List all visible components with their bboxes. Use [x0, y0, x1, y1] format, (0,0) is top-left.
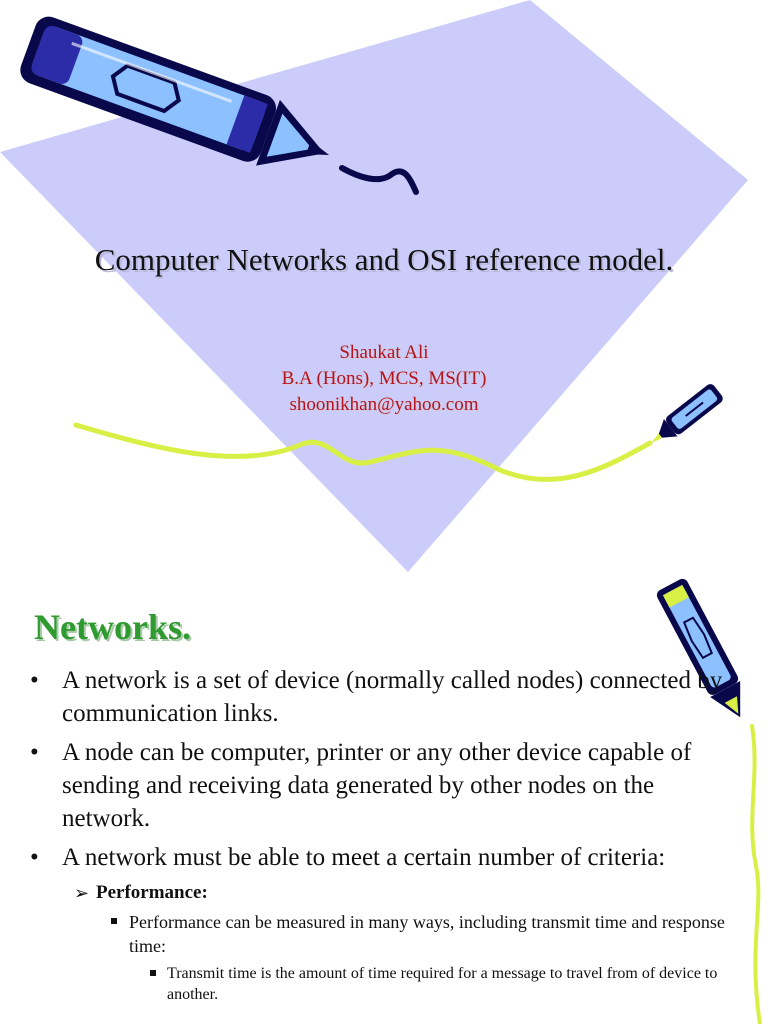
list-item: • A network must be able to meet a certa…	[30, 841, 745, 874]
slide-heading: Networks.	[34, 607, 191, 647]
yellow-squiggle-line	[73, 422, 653, 482]
pen-clipart-vertical	[656, 578, 741, 718]
arrow-bullet-icon: ➢	[74, 883, 90, 903]
bullet-dot-icon: •	[30, 844, 39, 871]
list-item: • A network is a set of device (normally…	[30, 664, 745, 730]
author-name: Shaukat Ali	[339, 342, 429, 363]
list-item: • A node can be computer, printer or any…	[30, 736, 745, 835]
bullet-text: A network is a set of device (normally c…	[62, 667, 723, 727]
bullet-dot-icon: •	[30, 739, 39, 766]
bullet-text: A network must be able to meet a certain…	[62, 844, 666, 871]
slide2-decoration	[656, 578, 762, 1024]
bullet-dot-icon: •	[30, 667, 39, 694]
criterion-text: Performance:	[96, 882, 208, 903]
bullet-list: • A network is a set of device (normally…	[30, 664, 745, 1005]
sub-point-item: Performance can be measured in many ways…	[30, 910, 745, 958]
yellow-squiggle-line	[750, 724, 762, 1024]
pen-clipart-small	[651, 384, 723, 444]
bullet-text: A node can be computer, printer or any o…	[62, 739, 692, 832]
author-block: Shaukat Ali B.A (Hons), MCS, MS(IT) shoo…	[0, 340, 768, 418]
author-email: shoonikhan@yahoo.com	[289, 394, 479, 415]
author-degrees: B.A (Hons), MCS, MS(IT)	[281, 368, 487, 389]
slide-title: Computer Networks and OSI reference mode…	[94, 242, 674, 277]
pen-clipart-large	[20, 16, 419, 195]
sub-sub-point-item: Transmit time is the amount of time requ…	[30, 963, 745, 1005]
background-diamond	[0, 0, 748, 572]
networks-slide: Networks. • A network is a set of device…	[0, 576, 768, 1024]
sub-sub-point-text: Transmit time is the amount of time requ…	[167, 965, 718, 1003]
square-bullet-icon	[150, 970, 156, 976]
sub-point-text: Performance can be measured in many ways…	[129, 912, 725, 956]
title-slide: Computer Networks and OSI reference mode…	[0, 0, 768, 572]
square-bullet-icon	[111, 918, 117, 924]
criterion-item: ➢ Performance:	[30, 880, 745, 906]
